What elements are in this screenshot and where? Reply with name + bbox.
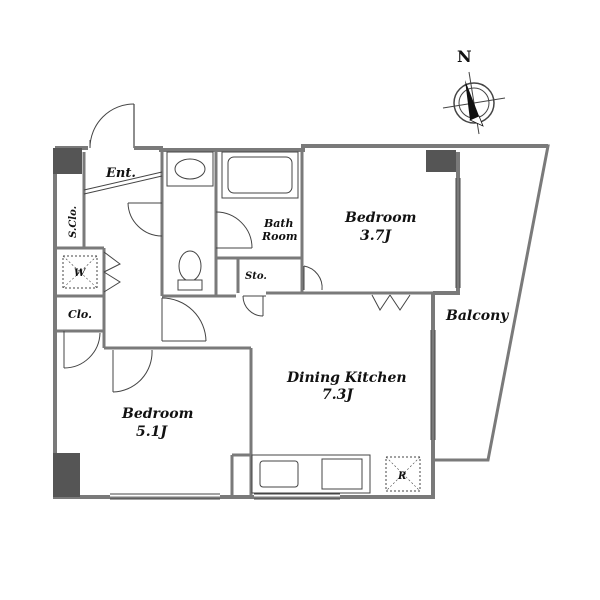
room-labels: Ent. S.Clo. W Clo. Bath Room Sto. Bedroo… xyxy=(68,166,509,482)
label-bedroom-south: Bedroom xyxy=(121,406,193,422)
label-fridge: R xyxy=(397,471,406,482)
label-shoe-closet: S.Clo. xyxy=(68,206,79,238)
label-balcony: Balcony xyxy=(445,308,509,324)
exterior-walls xyxy=(53,144,550,499)
column xyxy=(53,453,80,497)
compass-needle-icon xyxy=(465,80,479,120)
basin-bowl xyxy=(174,158,206,180)
label-dining-kitchen: Dining Kitchen xyxy=(286,370,407,386)
column xyxy=(426,150,456,172)
label-washer: W xyxy=(74,268,87,279)
label-bedroom-north: Bedroom xyxy=(344,210,416,226)
compass: N xyxy=(442,47,506,135)
entrance-door xyxy=(89,103,135,149)
bathtub-inner xyxy=(227,156,293,194)
interior-walls xyxy=(55,150,433,497)
interior-doors xyxy=(63,202,411,393)
fixtures xyxy=(62,151,421,494)
label-entrance: Ent. xyxy=(105,166,136,181)
windows xyxy=(110,178,461,500)
toilet-tank xyxy=(177,279,203,291)
toilet-bowl xyxy=(178,250,202,282)
label-storage: Sto. xyxy=(245,271,267,282)
label-bedroom-south-size: 5.1J xyxy=(136,424,168,440)
label-bedroom-north-size: 3.7J xyxy=(360,228,392,244)
column xyxy=(53,148,82,174)
label-closet: Clo. xyxy=(68,308,92,321)
compass-needle-tail-icon xyxy=(469,115,484,127)
fridge-space xyxy=(385,456,421,492)
compass-north-label: N xyxy=(457,47,472,66)
label-dining-kitchen-size: 7.3J xyxy=(322,387,354,403)
label-bath-line2: Room xyxy=(261,230,297,243)
washer-space xyxy=(62,255,98,289)
kitchen-sink xyxy=(259,460,299,488)
label-bath-line1: Bath xyxy=(263,217,294,230)
